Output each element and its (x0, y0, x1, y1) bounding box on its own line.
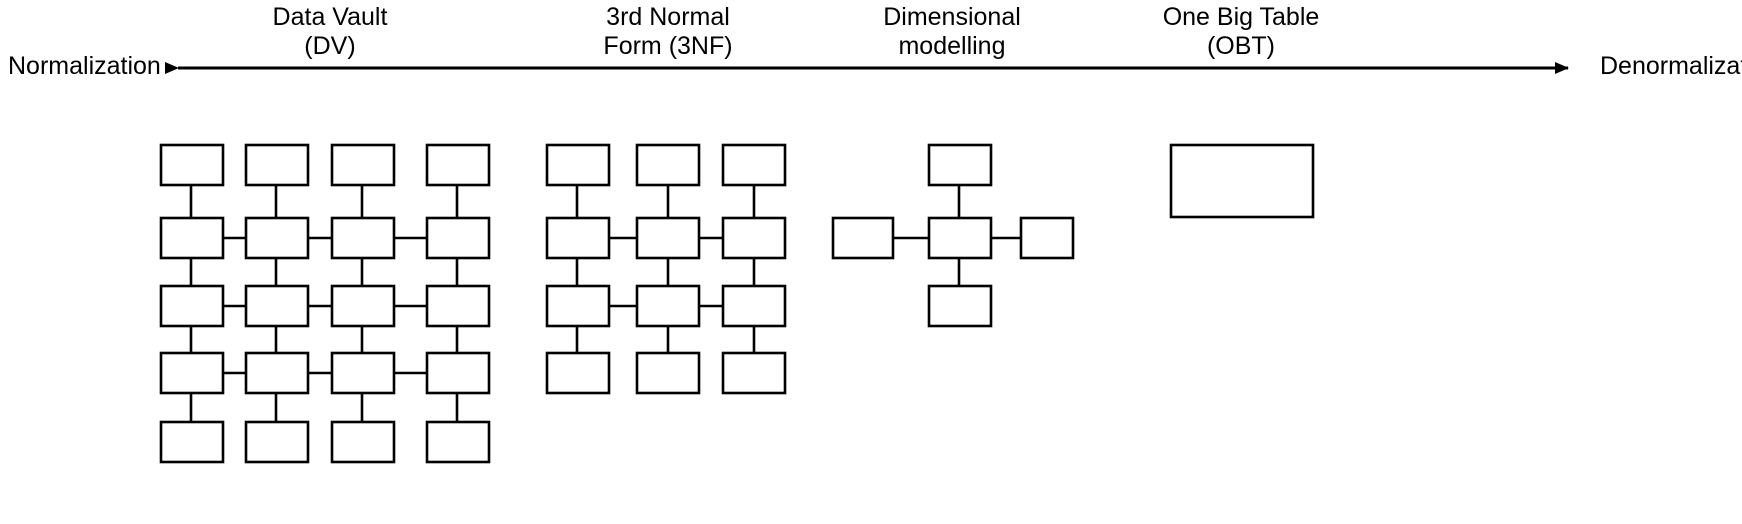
table-box (425, 351, 491, 395)
data-vault-model (159, 143, 491, 464)
one-big-table-box (1169, 143, 1315, 219)
stage-label-one-big-table: One Big Table (OBT) (1141, 3, 1341, 61)
stage-label-line1: One Big Table (1162, 3, 1320, 31)
stage-label-line1: 3rd Normal (606, 3, 730, 31)
one-big-table-model (1169, 143, 1315, 219)
stage-label-data-vault: Data Vault (DV) (230, 3, 430, 61)
table-box (635, 143, 701, 187)
stage-label-line1: Dimensional (883, 3, 1021, 31)
table-box (635, 284, 701, 328)
stage-label-line2: Form (3NF) (603, 32, 733, 60)
table-box (330, 351, 396, 395)
stage-label-dimensional-modelling: Dimensional modelling (852, 3, 1052, 61)
table-box (721, 143, 787, 187)
dimension-box-right (1019, 216, 1075, 260)
dimensional-modelling-model (831, 143, 1075, 328)
fact-box-center (927, 216, 993, 260)
table-box (635, 351, 701, 395)
stage-label-line2: (OBT) (1206, 32, 1276, 60)
table-box (330, 420, 396, 464)
table-box (159, 216, 225, 260)
table-box (244, 284, 310, 328)
table-box (159, 284, 225, 328)
table-box (545, 143, 611, 187)
table-box (159, 420, 225, 464)
stage-label-third-normal-form: 3rd Normal Form (3NF) (568, 3, 768, 61)
table-box (425, 143, 491, 187)
stage-label-line2: (DV) (304, 32, 356, 60)
third-normal-form-model (545, 143, 787, 395)
dimension-box-bottom (927, 284, 993, 328)
stage-label-line2: modelling (898, 32, 1006, 60)
table-box (159, 143, 225, 187)
dimension-box-top (927, 143, 993, 187)
table-box (545, 351, 611, 395)
table-box (545, 216, 611, 260)
table-box (721, 284, 787, 328)
table-box (330, 284, 396, 328)
table-box (330, 216, 396, 260)
table-box (721, 351, 787, 395)
table-box (244, 351, 310, 395)
stage-label-line1: Data Vault (272, 3, 388, 31)
table-box (244, 420, 310, 464)
table-box (244, 143, 310, 187)
axis-label-normalization: Normalization (8, 52, 161, 80)
table-box (330, 143, 396, 187)
table-box (635, 216, 701, 260)
table-box (545, 284, 611, 328)
dimension-box-left (831, 216, 895, 260)
table-box (159, 351, 225, 395)
table-box (244, 216, 310, 260)
table-box (425, 216, 491, 260)
axis-label-denormalization: Denormalization (1600, 52, 1742, 80)
table-box (425, 284, 491, 328)
table-box (721, 216, 787, 260)
table-box (425, 420, 491, 464)
